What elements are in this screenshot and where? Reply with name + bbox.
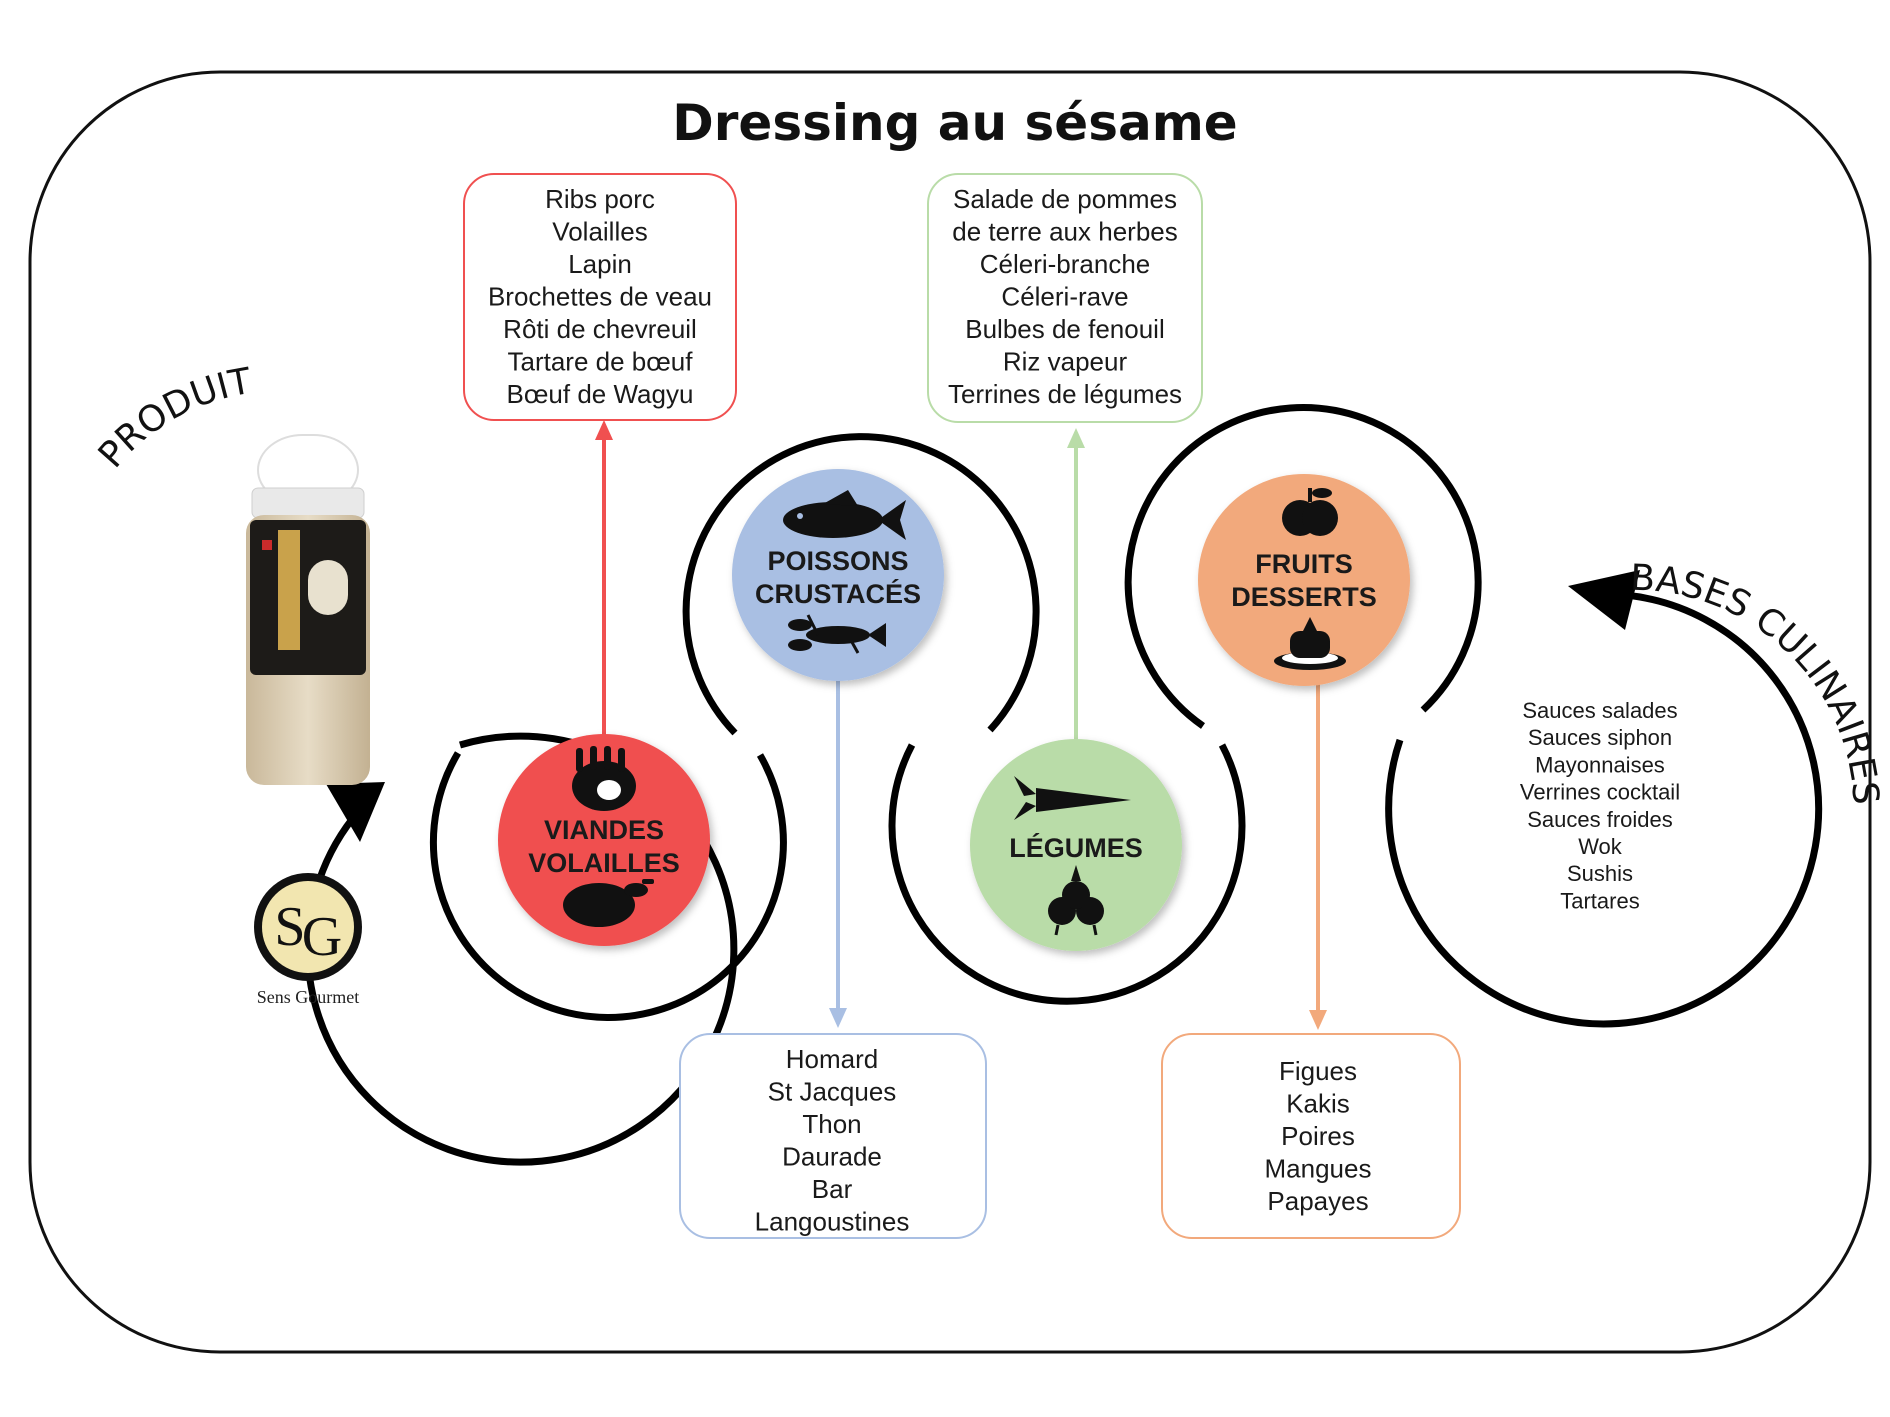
svg-text:G: G [302,906,342,968]
list-item-bases: Sauces salades [1522,698,1677,723]
list-item-viandes: Rôti de chevreuil [503,314,697,344]
list-item-poissons: Homard [786,1044,878,1074]
list-item-viandes: Bœuf de Wagyu [507,379,694,409]
bubble-viandes [498,734,710,946]
list-item-bases: Mayonnaises [1535,752,1665,777]
bases-loop [1385,591,1823,1028]
list-item-bases: Tartares [1560,888,1639,913]
list-item-fruits: Papayes [1267,1186,1368,1216]
list-item-fruits: Poires [1281,1121,1355,1151]
connector-fruits-arrow [1309,1010,1327,1030]
brand-name: Sens Gourmet [257,987,360,1007]
page-title: Dressing au sésame [672,94,1237,152]
list-item-viandes: Ribs porc [545,184,655,214]
category-fruits[interactable]: FRUITS DESSERTS [1198,474,1410,686]
list-item-fruits: Figues [1279,1056,1357,1086]
bases-arrow-head [1568,570,1640,630]
connector-poissons-arrow [829,1008,847,1028]
bubble-fruits [1198,474,1410,686]
box-viandes [463,173,737,421]
category-legumes[interactable]: LÉGUMES [970,739,1182,951]
radish-icon [1048,865,1104,936]
poissons-label-2: CRUSTACÉS [755,578,921,609]
list-item-viandes: Lapin [568,249,632,279]
list-item-legumes: Salade de pommes [953,184,1177,214]
list-item-viandes: Brochettes de veau [488,282,712,312]
list-item-bases: Verrines cocktail [1520,780,1680,805]
viandes-label-1: VIANDES [544,815,664,845]
list-item-viandes: Tartare de bœuf [508,347,694,377]
lobster-icon [788,614,886,654]
list-item-viandes: Volailles [552,217,647,247]
list-item-legumes: Bulbes de fenouil [965,314,1164,344]
fruits-label-1: FRUITS [1255,549,1353,579]
list-item-poissons: Bar [812,1174,853,1204]
viandes-label-2: VOLAILLES [528,848,680,878]
list-item-poissons: St Jacques [768,1077,897,1107]
fruits-label-2: DESSERTS [1231,582,1377,612]
roast-chicken-icon [563,879,654,927]
produit-label: PRODUIT [91,361,255,476]
fish-icon [783,490,906,540]
category-viandes[interactable]: VIANDES VOLAILLES [498,734,710,946]
box-legumes [927,173,1203,423]
dessert-icon [1274,617,1346,670]
list-item-bases: Sauces froides [1527,807,1673,832]
connector-legumes-arrow [1067,428,1085,448]
list-item-legumes: Riz vapeur [1003,347,1128,377]
list-item-bases: Sauces siphon [1528,725,1672,750]
list-item-legumes: de terre aux herbes [952,217,1177,247]
svg-text:S: S [274,896,305,958]
loop-fruits [1124,404,1482,729]
produit-arrow-head [326,782,385,842]
poissons-label-1: POISSONS [767,546,908,576]
list-item-legumes: Terrines de légumes [948,379,1182,409]
list-item-legumes: Céleri-rave [1001,282,1128,312]
box-fruits [1161,1033,1461,1239]
list-item-bases: Wok [1578,834,1623,859]
carrot-icon [1014,776,1131,820]
list-item-fruits: Mangues [1265,1154,1372,1184]
list-item-poissons: Thon [802,1109,861,1139]
connector-viandes-arrow [595,420,613,440]
product-bottle-image [246,434,370,785]
loop-viandes [429,751,787,1021]
list-item-fruits: Kakis [1286,1089,1350,1119]
brand-logo: S G [254,873,362,981]
list-item-poissons: Langoustines [755,1207,910,1237]
loop-legumes [888,743,1246,1005]
box-poissons [679,1033,987,1239]
apple-icon [1282,488,1338,536]
outer-frame [28,70,1872,1354]
meat-rack-icon [572,746,636,811]
category-poissons[interactable]: POISSONS CRUSTACÉS [732,469,944,681]
bases-label: BASES CULINAIRES [1630,558,1886,806]
loop-poissons [682,433,1040,736]
list-item-poissons: Daurade [782,1142,882,1172]
list-item-bases: Sushis [1567,861,1633,886]
legumes-label-1: LÉGUMES [1009,832,1143,863]
list-item-legumes: Céleri-branche [980,249,1151,279]
